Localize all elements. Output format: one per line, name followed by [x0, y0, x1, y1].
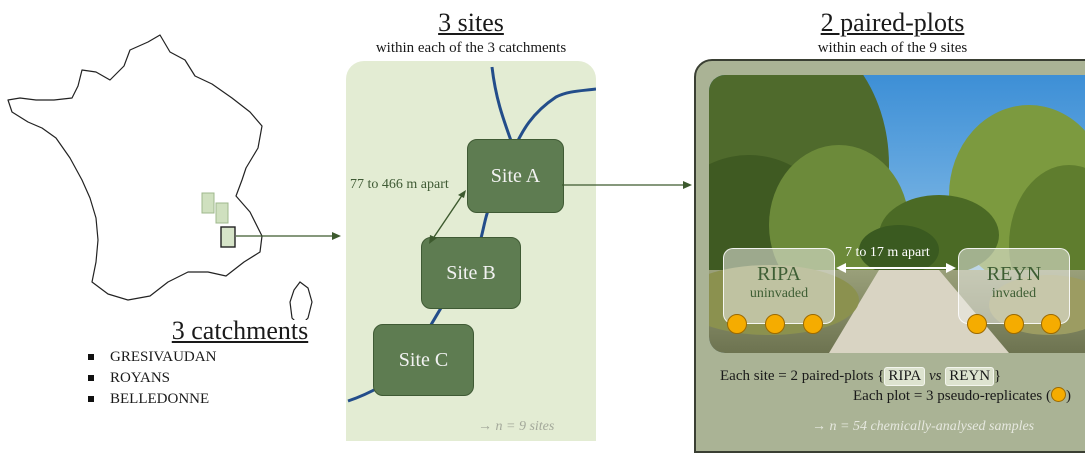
france-outline [7, 34, 263, 301]
caption1-ripa-tag: RIPA [884, 367, 926, 386]
catchment-marker-3 [220, 226, 236, 248]
site-distance-label: 77 to 466 m apart [350, 177, 449, 192]
paired-plots-caption: Each site = 2 paired-plots {RIPA vs REYN… [720, 367, 1001, 386]
replicates-caption: Each plot = 3 pseudo-replicates () [853, 387, 1071, 405]
caption1-reyn-tag: REYN [945, 367, 995, 386]
catchment-list: GRESIVAUDAN ROYANS BELLEDONNE [88, 347, 216, 410]
samples-count-footer: → n = 54 chemically-analysed samples [812, 419, 1035, 434]
site-b-box: Site B [421, 237, 521, 309]
catchment-item-gresivaudan: GRESIVAUDAN [88, 347, 216, 368]
reyn-replicate-2 [1004, 314, 1024, 334]
reyn-plot-box: REYN invaded [958, 248, 1070, 324]
catchments-title: 3 catchments [171, 316, 309, 345]
france-map [7, 34, 313, 320]
ripa-replicate-2 [765, 314, 785, 334]
catchment-item-belledonne: BELLEDONNE [88, 389, 216, 410]
sites-title: 3 sites [438, 8, 504, 37]
plot-distance-label: 7 to 17 m apart [845, 245, 930, 260]
ripa-plot-status: uninvaded [749, 286, 809, 301]
caption1-suffix: } [994, 368, 1002, 384]
catchment-item-royans: ROYANS [88, 368, 216, 389]
sites-subtitle: within each of the 3 catchments [375, 40, 567, 56]
ripa-replicate-1 [727, 314, 747, 334]
plots-title: 2 paired-plots [820, 8, 965, 37]
site-a-box: Site A [467, 139, 564, 213]
reyn-plot-name: REYN [986, 263, 1042, 285]
caption2-prefix: Each plot = 3 pseudo-replicates ( [853, 388, 1051, 404]
caption2-suffix: ) [1065, 388, 1071, 404]
replicate-legend-dot [1050, 387, 1066, 402]
reyn-replicate-1 [967, 314, 987, 334]
ripa-replicate-3 [803, 314, 823, 334]
catchment-marker-1 [201, 192, 215, 214]
corsica-outline [289, 281, 313, 320]
plots-subtitle: within each of the 9 sites [817, 40, 968, 56]
catchment-marker-2 [215, 202, 229, 224]
site-c-box: Site C [373, 324, 474, 396]
reyn-plot-status: invaded [991, 286, 1037, 301]
caption1-vs: vs [928, 368, 942, 384]
sites-count-footer: → n = 9 sites [478, 419, 555, 434]
reyn-replicate-3 [1041, 314, 1061, 334]
caption1-prefix: Each site = 2 paired-plots { [720, 368, 885, 384]
sites-to-plots-arrowhead [683, 181, 692, 189]
river-tributary [512, 87, 596, 150]
ripa-plot-name: RIPA [757, 263, 801, 285]
ripa-plot-box: RIPA uninvaded [723, 248, 835, 324]
